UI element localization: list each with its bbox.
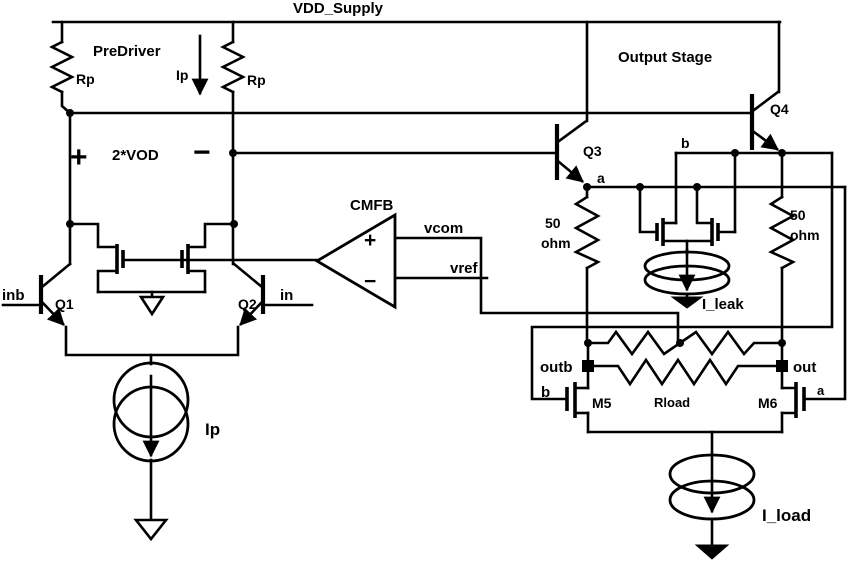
ground-ileak	[670, 296, 704, 309]
label-ileak: I_leak	[702, 296, 744, 313]
label-q4: Q4	[770, 101, 789, 117]
junction-dot	[229, 149, 237, 157]
transistor-q3	[554, 120, 587, 183]
label-rload: Rload	[654, 395, 690, 410]
label-node-b: b	[681, 135, 690, 151]
transistor-q2	[232, 262, 266, 326]
port-outb-square	[582, 360, 594, 372]
label-rp-left: Rp	[76, 71, 95, 87]
ground-iload	[694, 544, 730, 560]
label-predriver: PreDriver	[93, 43, 161, 60]
label-50-right: 50	[790, 207, 806, 223]
label-outb: outb	[540, 359, 572, 376]
label-vod-plus: +	[70, 141, 88, 174]
resistors	[49, 40, 796, 270]
resistor-50ohm-right	[768, 195, 796, 270]
resistor-50ohm-left	[573, 195, 601, 270]
resistor-rload-bottom	[592, 357, 778, 387]
resistor-rp-right	[220, 40, 246, 94]
transistor-m6	[794, 382, 806, 418]
label-50-left: 50	[545, 215, 561, 231]
label-node-a: a	[597, 170, 605, 186]
label-output-stage: Output Stage	[618, 49, 712, 66]
junction-dot	[230, 220, 238, 228]
resistor-rp-left	[49, 40, 75, 94]
label-q2: Q2	[238, 296, 257, 312]
cmfb-opamp: + −	[314, 212, 397, 310]
opamp-triangle	[314, 212, 397, 310]
label-m6-gate-a: a	[817, 383, 825, 398]
junction-dot	[66, 109, 74, 117]
junction-dot-node-a	[583, 183, 591, 191]
ground-predriver	[138, 295, 166, 317]
label-vdd-supply: VDD_Supply	[293, 0, 384, 17]
resistor-rload-top	[586, 329, 784, 357]
label-m6: M6	[758, 395, 778, 411]
junction-dot	[778, 339, 786, 347]
transistor-m5	[565, 382, 577, 418]
wires	[1, 20, 847, 547]
junction-dot	[66, 220, 74, 228]
port-out-square	[776, 360, 788, 372]
current-source-ip	[112, 361, 190, 463]
cmfb-minus-sign: −	[364, 270, 376, 293]
label-vod: 2*VOD	[112, 147, 159, 164]
vcom-trace	[393, 236, 680, 343]
label-q1: Q1	[55, 296, 74, 312]
label-out: out	[793, 359, 816, 376]
labels: VDD_Supply PreDriver Output Stage Rp Ip …	[2, 0, 825, 525]
leak-mos-pair	[655, 218, 720, 246]
label-m5: M5	[592, 395, 612, 411]
label-vcom: vcom	[424, 220, 463, 237]
current-source-iload	[668, 453, 756, 521]
label-cmfb: CMFB	[350, 197, 393, 214]
label-ohm-left: ohm	[541, 235, 571, 251]
junction-dots	[66, 109, 786, 347]
cmfb-plus-sign: +	[364, 229, 376, 252]
junction-dot	[731, 149, 739, 157]
junction-dot-centertap	[676, 339, 684, 347]
label-inb: inb	[2, 287, 25, 304]
label-m5-gate-b: b	[541, 384, 550, 401]
current-source-ileak	[643, 248, 731, 296]
junction-dot	[636, 183, 644, 191]
junction-dot-node-b	[778, 149, 786, 157]
label-vref: vref	[450, 260, 479, 277]
b-to-m5-gate	[530, 151, 834, 401]
label-iload: I_load	[762, 506, 811, 525]
transistor-q1	[38, 262, 72, 326]
label-rp-right: Rp	[247, 72, 266, 88]
label-vod-minus: −	[193, 136, 211, 169]
junction-dot	[584, 339, 592, 347]
a-to-m6-gate	[804, 185, 847, 401]
ground-ip	[133, 518, 169, 542]
label-ip-source: Ip	[205, 420, 220, 439]
label-ohm-right: ohm	[790, 227, 820, 243]
junction-dot	[693, 183, 701, 191]
label-ip-arrow: Ip	[176, 67, 188, 83]
label-in: in	[280, 287, 293, 304]
transistor-q4	[749, 90, 780, 151]
predriver-mos-pair	[115, 244, 190, 274]
label-q3: Q3	[583, 143, 602, 159]
